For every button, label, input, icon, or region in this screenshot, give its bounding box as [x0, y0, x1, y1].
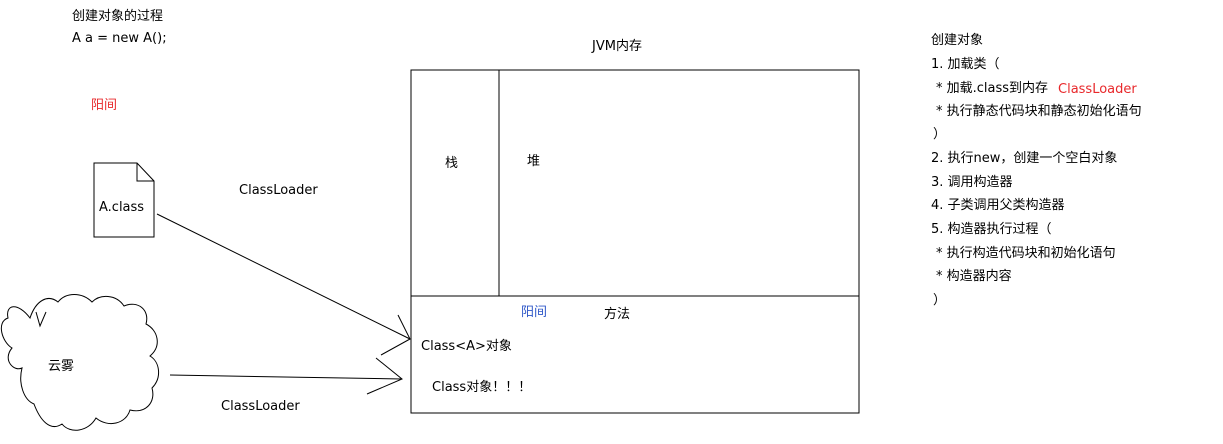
stack-label: 栈	[445, 156, 459, 171]
step-1: 1. 加载类（	[931, 57, 1000, 72]
method-area-label: 方法	[604, 307, 631, 322]
step-1-close: ）	[933, 127, 947, 142]
step-5a: * 执行构造代码块和初始化语句	[936, 246, 1116, 261]
header-title: 创建对象的过程	[72, 9, 164, 24]
yangjian-label: 阳间	[91, 98, 118, 113]
step-1b: * 执行静态代码块和静态初始化语句	[936, 104, 1142, 119]
file-label: A.class	[99, 200, 145, 215]
step-3: 3. 调用构造器	[931, 175, 1013, 190]
step-5: 5. 构造器执行过程（	[931, 222, 1052, 237]
class-object-label: Class<A>对象	[421, 339, 512, 354]
heap-label: 堆	[527, 154, 541, 169]
header-code: A a = new A();	[72, 31, 167, 46]
step-1a-tag: ClassLoader	[1058, 82, 1137, 97]
step-4: 4. 子类调用父类构造器	[931, 198, 1065, 213]
classloader-label-top: ClassLoader	[239, 183, 318, 198]
classloader-arrow-top	[156, 213, 411, 356]
steps-title: 创建对象	[931, 33, 984, 48]
jvm-title: JVM内存	[592, 39, 642, 54]
step-2: 2. 执行new，创建一个空白对象	[931, 151, 1118, 166]
classloader-label-bottom: ClassLoader	[221, 399, 300, 414]
method-area-prefix: 阳间	[521, 305, 548, 320]
step-1a: * 加载.class到内存	[936, 81, 1049, 96]
file-icon	[93, 162, 155, 238]
step-5b: * 构造器内容	[936, 269, 1012, 284]
cloud-inner-mark	[35, 311, 47, 328]
cloud-label: 云雾	[48, 359, 75, 374]
cloud-icon	[0, 294, 159, 431]
class-object-label-2: Class对象！！！	[432, 380, 532, 395]
step-5-close: ）	[933, 293, 947, 308]
jvm-memory-box	[410, 69, 860, 414]
